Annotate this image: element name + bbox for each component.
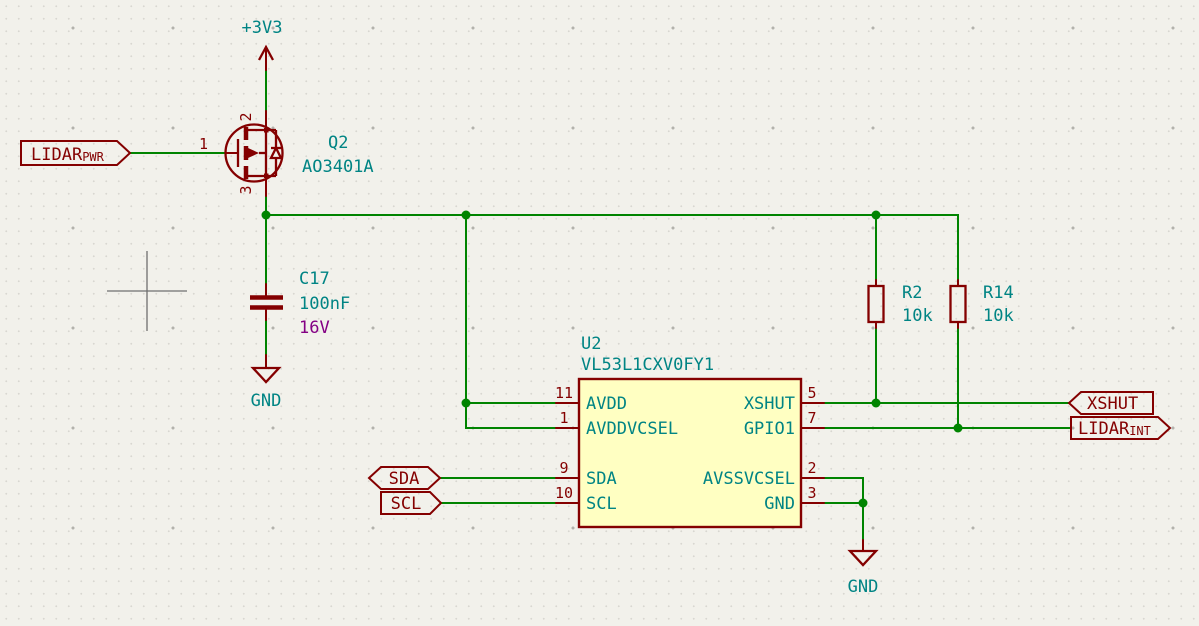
q2-pin2-number: 2 <box>237 112 255 121</box>
r14-resistor[interactable]: R14 10k <box>949 279 1014 329</box>
gnd-symbol-left[interactable]: GND <box>250 354 282 411</box>
r14-value: 10k <box>983 306 1014 326</box>
gnd-triangle-icon <box>847 549 879 567</box>
wire-main-rail[interactable] <box>265 214 959 281</box>
u2-pin5-name: XSHUT <box>744 394 795 414</box>
u2-pin5-number: 5 <box>807 384 816 402</box>
u2-pin10-number: 10 <box>555 484 573 502</box>
u2-pin2-number: 2 <box>807 459 816 477</box>
power-arrow-icon <box>257 44 275 61</box>
r2-resistor[interactable]: R2 10k <box>867 279 933 329</box>
u2-pin1-name: AVDDVCSEL <box>586 419 678 439</box>
label-text: XSHUT <box>1087 394 1138 414</box>
net-label-xshut[interactable]: XSHUT <box>1067 391 1154 415</box>
label-shape <box>367 466 442 490</box>
q2-value: AO3401A <box>302 157 374 177</box>
crosshair-cursor <box>107 251 187 331</box>
junction-dots <box>261 210 963 508</box>
net-label-scl[interactable]: SCL <box>380 491 443 515</box>
junction-dot <box>261 210 271 220</box>
junction-dot <box>871 398 881 408</box>
label-text: LIDARINT <box>1078 419 1151 439</box>
q2-mosfet[interactable]: 1 2 3 Q2 AO3401A <box>199 110 374 197</box>
net-label-sda[interactable]: SDA <box>367 466 442 490</box>
r2-reference: R2 <box>902 283 922 303</box>
label-text: LIDARPWR <box>31 145 105 165</box>
u2-reference: U2 <box>581 334 601 354</box>
net-label-lidar-pwr[interactable]: LIDARPWR <box>20 140 132 166</box>
r14-reference: R14 <box>983 283 1014 303</box>
label-shape <box>1070 416 1172 440</box>
wires <box>129 65 1072 541</box>
q2-pin1-number: 1 <box>199 135 208 153</box>
u2-pin11-name: AVDD <box>586 394 627 414</box>
label-shape <box>20 140 132 166</box>
r14-body-icon <box>949 284 967 324</box>
power-symbol-3v3[interactable]: +3V3 <box>242 18 283 71</box>
r2-value: 10k <box>902 306 933 326</box>
junction-dot <box>871 210 881 220</box>
u2-body <box>577 377 803 529</box>
r2-body-icon <box>867 284 885 324</box>
u2-pin9-number: 9 <box>559 459 568 477</box>
net-label-lidar-int[interactable]: LIDARINT <box>1070 416 1172 440</box>
junction-dot <box>953 423 963 433</box>
junction-dot <box>461 210 471 220</box>
c17-voltage: 16V <box>299 318 330 338</box>
junction-dot <box>858 498 868 508</box>
wire-avssvcsel[interactable] <box>823 477 864 504</box>
u2-pin3-number: 3 <box>807 484 816 502</box>
label-text: SCL <box>391 494 422 514</box>
label-text: SDA <box>389 469 420 489</box>
gnd-net-name: GND <box>251 391 282 411</box>
u2-pin7-name: GPIO1 <box>744 419 795 439</box>
c17-capacitor[interactable]: C17 100nF 16V <box>250 269 350 338</box>
q2-reference: Q2 <box>328 133 348 153</box>
label-shape <box>380 491 443 515</box>
u2-pin11-number: 11 <box>555 384 573 402</box>
u2-pin10-name: SCL <box>586 494 617 514</box>
q2-pin3-number: 3 <box>237 185 255 194</box>
label-shape <box>1067 391 1154 415</box>
c17-value: 100nF <box>299 294 350 314</box>
gnd-net-name: GND <box>848 577 879 597</box>
u2-ic[interactable]: U2 VL53L1CXV0FY1 11 1 9 10 5 7 2 3 AVDD … <box>555 334 825 529</box>
u2-pin7-number: 7 <box>807 409 816 427</box>
u2-pin9-name: SDA <box>586 469 617 489</box>
gnd-symbol-right[interactable]: GND <box>847 539 879 597</box>
diode-triangle-icon <box>269 145 283 160</box>
gnd-triangle-icon <box>250 366 282 384</box>
u2-pin1-number: 1 <box>559 409 568 427</box>
source-arrow-icon <box>248 148 259 158</box>
wire-avddvcsel-branch[interactable] <box>465 214 557 429</box>
mosfet-body-icon <box>224 123 284 183</box>
u2-value: VL53L1CXV0FY1 <box>581 355 714 375</box>
u2-pin3-name: GND <box>764 494 795 514</box>
junction-dot <box>461 398 471 408</box>
u2-pin2-name: AVSSVCSEL <box>703 469 795 489</box>
power-net-name: +3V3 <box>242 18 283 38</box>
c17-reference: C17 <box>299 269 330 289</box>
